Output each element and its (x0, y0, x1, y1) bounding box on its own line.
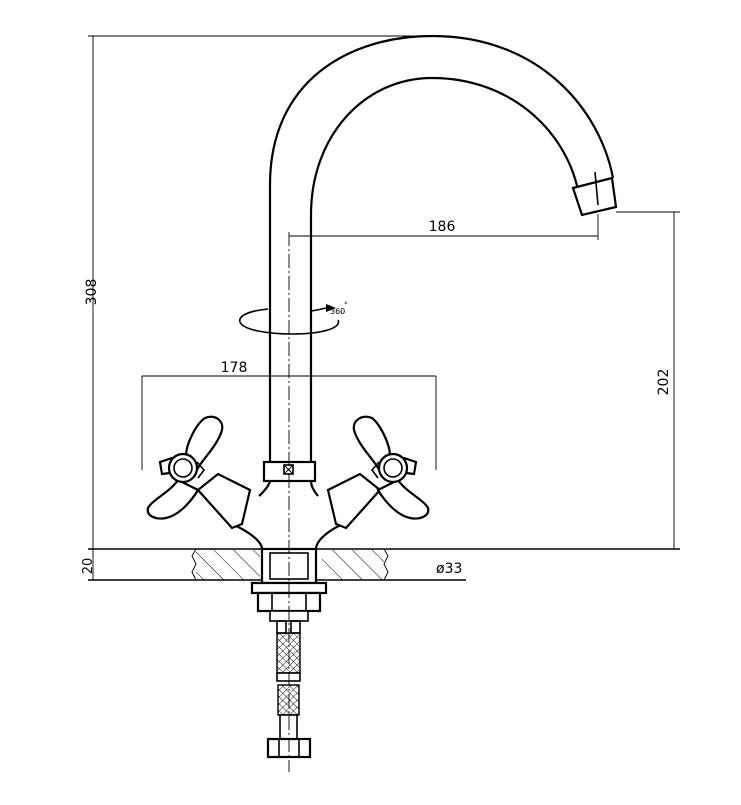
countertop-hatch-left (196, 550, 260, 580)
right-valve-body (326, 472, 382, 530)
spout-aerator (571, 176, 618, 217)
countertop (88, 548, 680, 581)
left-handle-arm-top (184, 415, 224, 470)
handle-span-label: 178 (221, 360, 248, 376)
rotation-indicator: 360 ° (239, 301, 348, 335)
left-valve-body (196, 472, 252, 530)
rotation-degree: ° (344, 301, 348, 309)
hose-braid-upper (276, 632, 301, 674)
right-handle-arm-bottom (376, 478, 430, 520)
base-thickness-label: 20 (81, 558, 96, 575)
dimension-spout-reach: 186 (289, 214, 599, 240)
countertop-hatch-right (322, 550, 384, 580)
dimension-base-thickness: 20 (81, 549, 96, 580)
right-handle-hub (377, 452, 409, 484)
spout-reach-label: 186 (429, 219, 456, 235)
right-handle-arm-top (352, 415, 392, 470)
left-handle-arm-bottom (146, 478, 200, 520)
faucet-body (231, 460, 344, 550)
dimension-height-total: 308 (84, 35, 432, 549)
dimension-mount-diameter: ø33 (316, 561, 466, 581)
dimension-spout-height: 202 (616, 211, 680, 549)
mount-diameter-label: ø33 (436, 561, 462, 577)
spout (268, 34, 618, 463)
spout-height-label: 202 (656, 369, 672, 396)
rotation-label: 360 (330, 307, 345, 316)
right-valve-handle (326, 415, 430, 530)
height-total-label: 308 (84, 279, 100, 306)
swivel-collar (262, 460, 317, 483)
hose-braid-lower (277, 684, 300, 716)
left-valve-handle (146, 415, 252, 530)
left-handle-hub (167, 452, 199, 484)
dimension-handle-span: 178 (141, 360, 437, 470)
collar-screw-icon (283, 464, 294, 475)
